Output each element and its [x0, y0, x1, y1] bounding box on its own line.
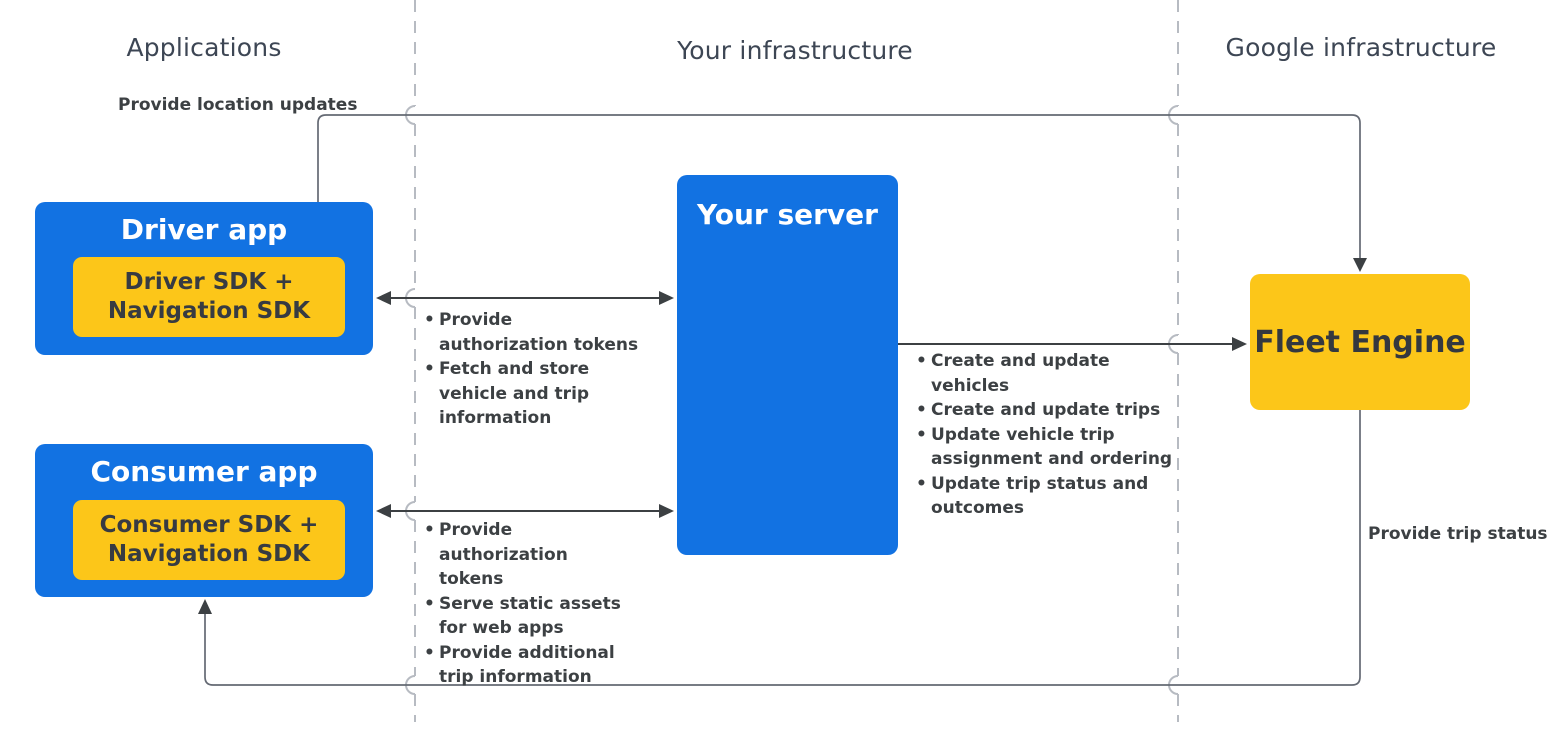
list-item-text: Update trip status and outcomes	[931, 473, 1149, 519]
consumer-app-title: Consumer app	[90, 455, 318, 488]
driver-server-arrow	[376, 291, 674, 305]
list-item-text: Create and update vehicles	[931, 351, 1110, 396]
column-header-your-infrastructure: Your infrastructure	[677, 36, 913, 65]
consumer-server-arrow	[376, 504, 674, 518]
fleet-engine-title: Fleet Engine	[1254, 324, 1466, 360]
list-item: Provide authorization tokens	[424, 308, 646, 357]
column-header-google-infrastructure: Google infrastructure	[1225, 33, 1497, 62]
your-server-title: Your server	[697, 198, 878, 231]
trip-status-arrowhead	[198, 599, 212, 614]
driver-app-title: Driver app	[120, 213, 288, 246]
list-item-text: Create and update trips	[931, 400, 1161, 420]
consumer-sdk-line2: Navigation SDK	[107, 541, 311, 567]
server-fleet-arrow	[898, 337, 1247, 351]
consumer-sdk-box: Consumer SDK + Navigation SDK	[73, 500, 345, 580]
list-item-text: Fetch and store vehicle and trip informa…	[439, 359, 590, 428]
list-item: Fetch and store vehicle and trip informa…	[424, 357, 646, 431]
consumer-server-bullet-list: Provide authorization tokens Serve stati…	[424, 518, 624, 690]
location-updates-arrowhead	[1353, 258, 1367, 272]
column-boundary-left-dashed-line	[405, 0, 416, 722]
list-item-text: Provide authorization tokens	[439, 520, 568, 589]
column-header-applications: Applications	[126, 33, 282, 62]
list-item-text: Provide additional trip information	[439, 642, 615, 688]
list-item-text: Serve static assets for web apps	[439, 593, 621, 639]
list-item: Update vehicle trip assignment and order…	[916, 423, 1186, 472]
driver-sdk-box: Driver SDK + Navigation SDK	[73, 257, 345, 337]
driver-sdk-line1: Driver SDK +	[124, 269, 294, 296]
location-updates-connector	[317, 114, 1361, 259]
consumer-sdk-line1: Consumer SDK +	[99, 512, 319, 539]
list-item: Update trip status and outcomes	[916, 472, 1186, 521]
consumer-app-node: Consumer app Consumer SDK + Navigation S…	[35, 444, 373, 597]
server-fleet-bullet-list: Create and update vehicles Create and up…	[916, 349, 1186, 521]
list-item-text: Provide authorization tokens	[439, 310, 639, 355]
trip-status-connector	[204, 410, 1361, 686]
list-item: Serve static assets for web apps	[424, 592, 624, 641]
provide-trip-status-label: Provide trip status	[1368, 524, 1548, 544]
list-item-text: Update vehicle trip assignment and order…	[931, 424, 1173, 470]
list-item: Provide authorization tokens	[424, 518, 624, 592]
list-item: Provide additional trip information	[424, 641, 624, 690]
driver-server-bullet-list: Provide authorization tokens Fetch and s…	[424, 308, 646, 431]
your-server-node: Your server	[677, 175, 898, 555]
fleet-engine-node: Fleet Engine	[1250, 274, 1470, 410]
list-item: Create and update vehicles	[916, 349, 1186, 398]
driver-sdk-line2: Navigation SDK	[107, 298, 311, 324]
provide-location-updates-label: Provide location updates	[118, 95, 358, 115]
list-item: Create and update trips	[916, 398, 1186, 423]
driver-app-node: Driver app Driver SDK + Navigation SDK	[35, 202, 373, 355]
